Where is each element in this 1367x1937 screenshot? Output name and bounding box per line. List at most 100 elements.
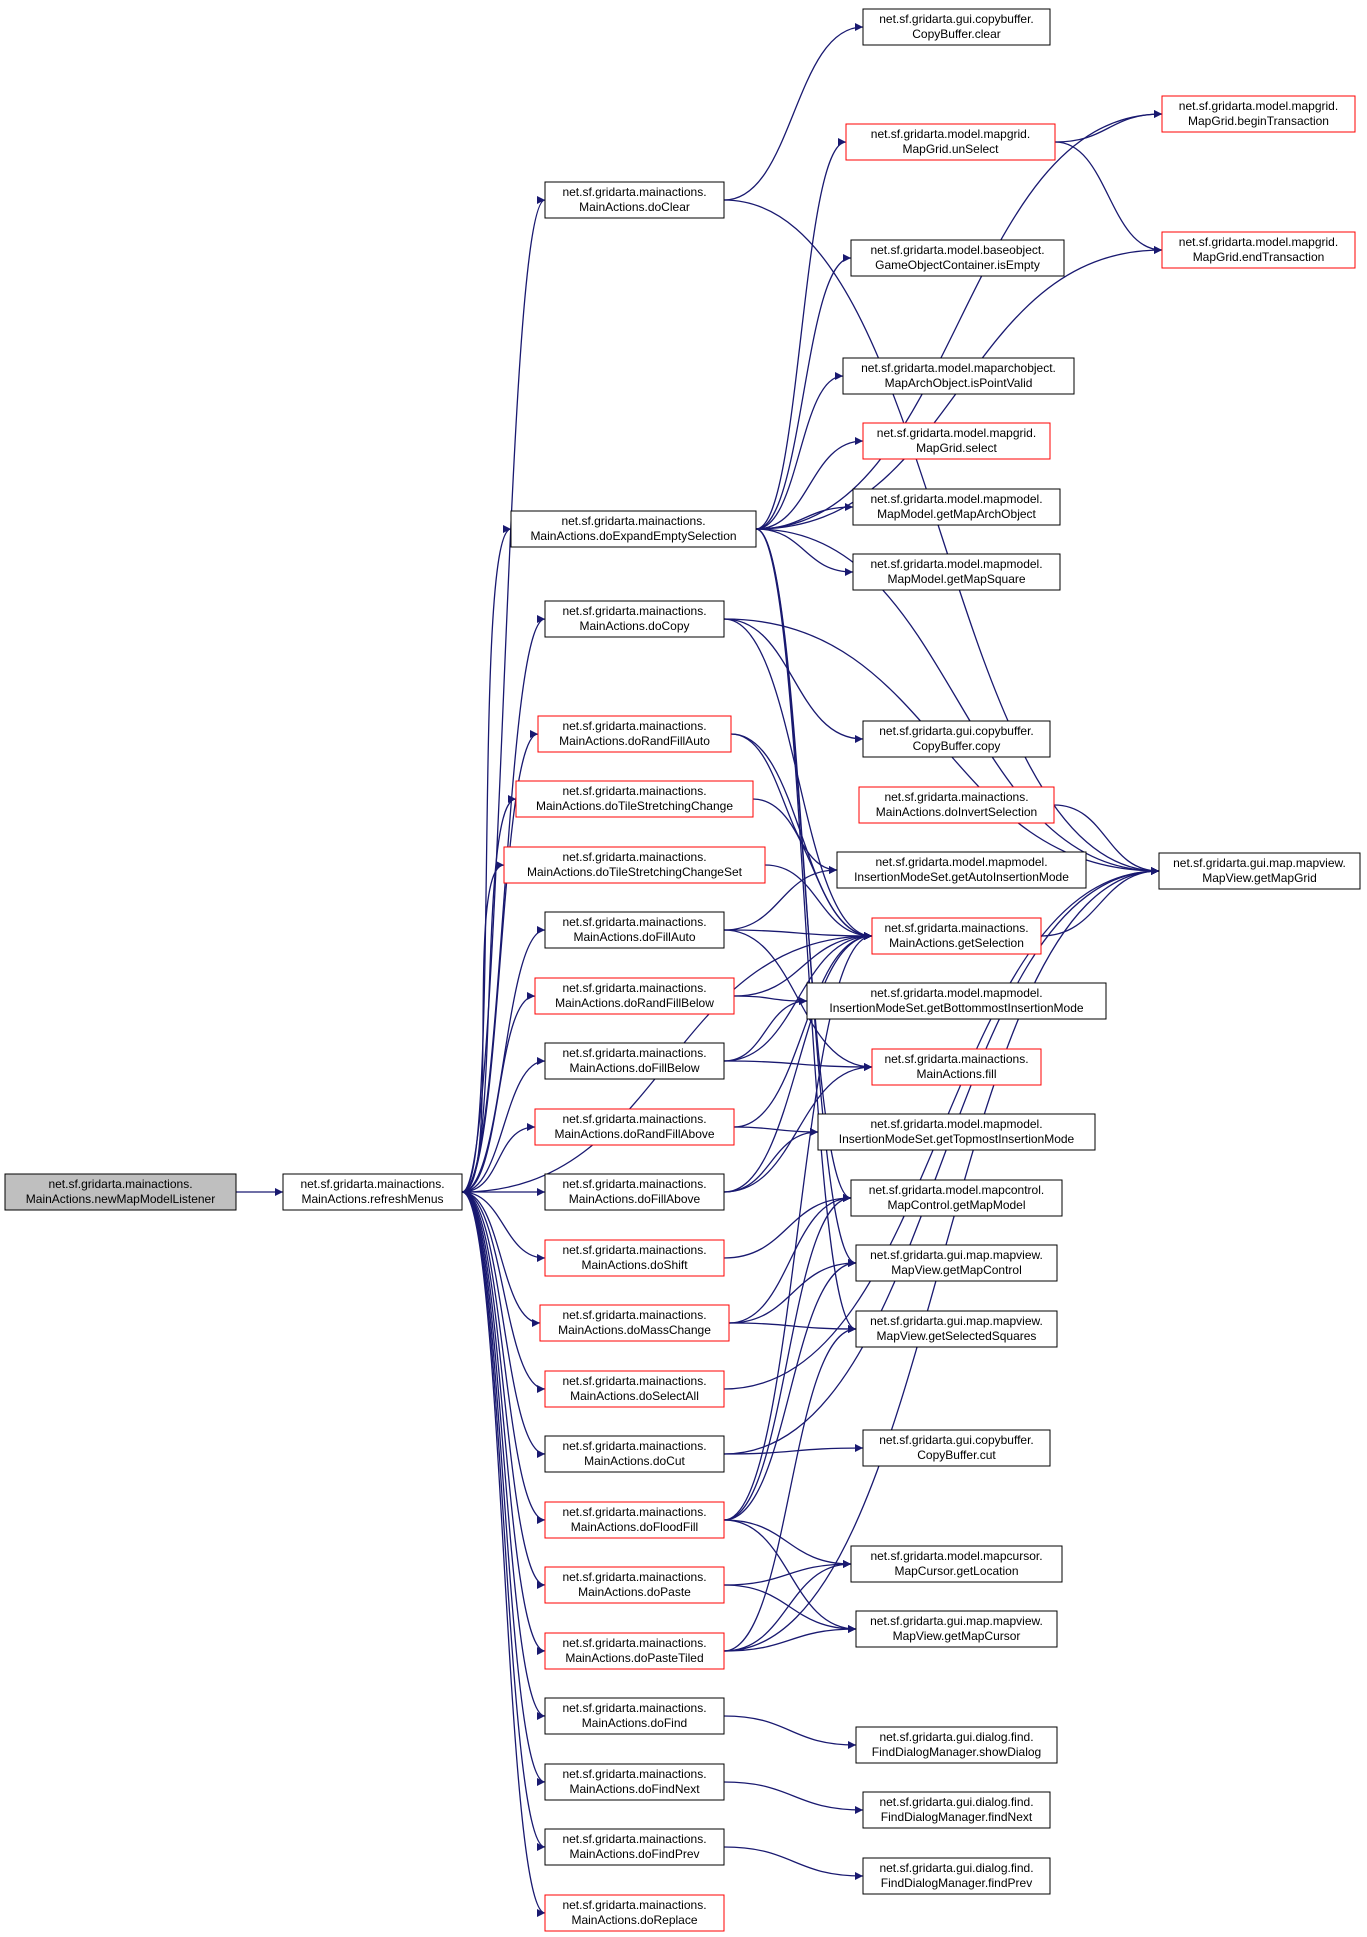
edge-refreshMenus-to-doFillAuto	[461, 926, 546, 1193]
node-doSelectAll[interactable]: net.sf.gridarta.mainactions.MainActions.…	[544, 1370, 725, 1408]
node-doTileStretchingChange[interactable]: net.sf.gridarta.mainactions.MainActions.…	[515, 780, 754, 818]
node-doFind[interactable]: net.sf.gridarta.mainactions.MainActions.…	[544, 1697, 725, 1735]
node-CopyBufferClear[interactable]: net.sf.gridarta.gui.copybuffer.CopyBuffe…	[862, 8, 1051, 46]
node-CopyBufferCopy[interactable]: net.sf.gridarta.gui.copybuffer.CopyBuffe…	[862, 720, 1051, 758]
edge-doExpandEmptySelection-to-getMapArchObject	[755, 503, 854, 530]
node-select[interactable]: net.sf.gridarta.model.mapgrid.MapGrid.se…	[862, 422, 1051, 460]
node-doFillAbove[interactable]: net.sf.gridarta.mainactions.MainActions.…	[544, 1173, 725, 1211]
node-getLocation[interactable]: net.sf.gridarta.model.mapcursor.MapCurso…	[850, 1545, 1063, 1583]
node-label-line2: InsertionModeSet.getBottommostInsertionM…	[829, 1001, 1083, 1015]
edge-unSelect-to-beginTransaction	[1054, 110, 1163, 143]
node-box	[871, 917, 1042, 955]
node-box	[539, 1304, 730, 1342]
edge-doFloodFill-to-getMapCursor	[723, 1519, 857, 1633]
node-label-line1: net.sf.gridarta.mainactions.	[884, 921, 1028, 935]
edge-doCopy-to-getSelection	[723, 618, 873, 940]
edge-doPasteTiled-to-getLocation	[723, 1560, 852, 1652]
node-getMapSquare[interactable]: net.sf.gridarta.model.mapmodel.MapModel.…	[852, 553, 1061, 591]
node-getAutoInsertionMode[interactable]: net.sf.gridarta.model.mapmodel.Insertion…	[836, 851, 1087, 889]
node-getMapCursor[interactable]: net.sf.gridarta.gui.map.mapview.MapView.…	[855, 1610, 1058, 1648]
node-box	[515, 780, 754, 818]
node-isPointValid[interactable]: net.sf.gridarta.model.maparchobject.MapA…	[842, 357, 1075, 395]
node-label-line2: MapModel.getMapSquare	[887, 572, 1025, 586]
node-unSelect[interactable]: net.sf.gridarta.model.mapgrid.MapGrid.un…	[845, 123, 1056, 161]
edge-refreshMenus-to-doExpandEmptySelection	[461, 525, 512, 1193]
node-refreshMenus[interactable]: net.sf.gridarta.mainactions.MainActions.…	[282, 1173, 463, 1211]
edge-doRandFillBelow-to-getSelection	[733, 932, 873, 997]
edge-refreshMenus-to-doReplace	[461, 1191, 546, 1917]
edge-doFloodFill-to-getSelection	[723, 932, 873, 1521]
node-fill[interactable]: net.sf.gridarta.mainactions.MainActions.…	[871, 1048, 1042, 1086]
edge-refreshMenus-to-doFindNext	[461, 1191, 546, 1786]
node-findNext[interactable]: net.sf.gridarta.gui.dialog.find.FindDial…	[862, 1791, 1051, 1829]
node-doShift[interactable]: net.sf.gridarta.mainactions.MainActions.…	[544, 1239, 725, 1277]
edge-doExpandEmptySelection-to-getSelectedSquares	[755, 528, 857, 1333]
edge-refreshMenus-to-doFloodFill	[461, 1191, 546, 1524]
node-CopyBufferCut[interactable]: net.sf.gridarta.gui.copybuffer.CopyBuffe…	[862, 1429, 1051, 1467]
node-doRandFillAbove[interactable]: net.sf.gridarta.mainactions.MainActions.…	[534, 1108, 735, 1146]
node-label-line1: net.sf.gridarta.mainactions.	[884, 790, 1028, 804]
node-doMassChange[interactable]: net.sf.gridarta.mainactions.MainActions.…	[539, 1304, 730, 1342]
node-getMapArchObject[interactable]: net.sf.gridarta.model.mapmodel.MapModel.…	[852, 488, 1061, 526]
node-newMapModelListener[interactable]: net.sf.gridarta.mainactions.MainActions.…	[4, 1173, 237, 1211]
node-doInvertSelection[interactable]: net.sf.gridarta.mainactions.MainActions.…	[858, 786, 1055, 824]
node-box	[862, 1857, 1051, 1895]
node-getSelectedSquares[interactable]: net.sf.gridarta.gui.map.mapview.MapView.…	[855, 1310, 1058, 1348]
node-box	[534, 977, 735, 1015]
node-getMapControl[interactable]: net.sf.gridarta.gui.map.mapview.MapView.…	[855, 1244, 1058, 1282]
node-box	[850, 239, 1065, 277]
edge-doRandFillAuto-to-getAutoInsertionMode	[730, 733, 838, 874]
node-label-line1: net.sf.gridarta.model.mapmodel.	[870, 1117, 1042, 1131]
node-doCut[interactable]: net.sf.gridarta.mainactions.MainActions.…	[544, 1435, 725, 1473]
edge-refreshMenus-to-doFindPrev	[461, 1191, 546, 1851]
edge-doMassChange-to-getSelectedSquares	[728, 1322, 857, 1333]
node-doFillBelow[interactable]: net.sf.gridarta.mainactions.MainActions.…	[544, 1042, 725, 1080]
node-label-line1: net.sf.gridarta.mainactions.	[562, 1243, 706, 1257]
node-label-line2: MapView.getMapGrid	[1202, 871, 1317, 885]
node-findPrev[interactable]: net.sf.gridarta.gui.dialog.find.FindDial…	[862, 1857, 1051, 1895]
node-endTransaction[interactable]: net.sf.gridarta.model.mapgrid.MapGrid.en…	[1161, 231, 1356, 269]
node-label-line2: MapView.getSelectedSquares	[877, 1329, 1037, 1343]
node-label-line1: net.sf.gridarta.model.mapgrid.	[871, 127, 1030, 141]
node-label-line2: MainActions.doTileStretchingChangeSet	[527, 865, 743, 879]
node-isEmpty[interactable]: net.sf.gridarta.model.baseobject.GameObj…	[850, 239, 1065, 277]
edge-doShift-to-getMapModel	[723, 1194, 852, 1259]
edge-doExpandEmptySelection-to-isEmpty	[755, 254, 852, 530]
node-doReplace[interactable]: net.sf.gridarta.mainactions.MainActions.…	[544, 1894, 725, 1932]
edge-refreshMenus-to-doFillBelow	[461, 1057, 546, 1193]
node-beginTransaction[interactable]: net.sf.gridarta.model.mapgrid.MapGrid.be…	[1161, 95, 1356, 133]
node-doFillAuto[interactable]: net.sf.gridarta.mainactions.MainActions.…	[544, 911, 725, 949]
node-doRandFillAuto[interactable]: net.sf.gridarta.mainactions.MainActions.…	[537, 715, 732, 753]
nodes-layer: net.sf.gridarta.mainactions. MainActions.…	[4, 8, 1361, 1932]
node-getBottommostInsertionMode[interactable]: net.sf.gridarta.model.mapmodel.Insertion…	[806, 982, 1107, 1020]
node-box	[544, 1435, 725, 1473]
node-doExpandEmptySelection[interactable]: net.sf.gridarta.mainactions.MainActions.…	[510, 510, 757, 548]
node-doTileStretchingChangeSet[interactable]: net.sf.gridarta.mainactions.MainActions.…	[503, 846, 766, 884]
node-doFloodFill[interactable]: net.sf.gridarta.mainactions.MainActions.…	[544, 1501, 725, 1539]
node-getMapModel[interactable]: net.sf.gridarta.model.mapcontrol.MapCont…	[850, 1179, 1063, 1217]
node-getMapGrid[interactable]: net.sf.gridarta.gui.map.mapview.MapView.…	[1158, 852, 1361, 890]
node-label-line2: MainActions.doRandFillAuto	[559, 734, 710, 748]
edge-doMassChange-to-getMapModel	[728, 1194, 852, 1324]
node-doFindPrev[interactable]: net.sf.gridarta.mainactions.MainActions.…	[544, 1828, 725, 1866]
edge-doCut-to-CopyBufferCut	[723, 1444, 864, 1455]
node-showDialog[interactable]: net.sf.gridarta.gui.dialog.find.FindDial…	[855, 1726, 1058, 1764]
edge-doExpandEmptySelection-to-unSelect	[755, 138, 847, 530]
node-label-line1: net.sf.gridarta.mainactions.	[562, 1570, 706, 1584]
node-getTopmostInsertionMode[interactable]: net.sf.gridarta.model.mapmodel.Insertion…	[817, 1113, 1096, 1151]
node-label-line2: MainActions.refreshMenus	[301, 1192, 443, 1206]
node-box	[544, 1894, 725, 1932]
node-box	[503, 846, 766, 884]
node-doClear[interactable]: net.sf.gridarta.mainactions.MainActions.…	[544, 181, 725, 219]
node-doRandFillBelow[interactable]: net.sf.gridarta.mainactions.MainActions.…	[534, 977, 735, 1015]
node-doPasteTiled[interactable]: net.sf.gridarta.mainactions.MainActions.…	[544, 1632, 725, 1670]
node-doPaste[interactable]: net.sf.gridarta.mainactions.MainActions.…	[544, 1566, 725, 1604]
edge-refreshMenus-to-doRandFillAbove	[461, 1123, 536, 1193]
node-getSelection[interactable]: net.sf.gridarta.mainactions.MainActions.…	[871, 917, 1042, 955]
node-box	[855, 1310, 1058, 1348]
edge-doFillBelow-to-getBottommostInsertionMode	[723, 997, 808, 1062]
node-doCopy[interactable]: net.sf.gridarta.mainactions.MainActions.…	[544, 600, 725, 638]
node-doFindNext[interactable]: net.sf.gridarta.mainactions.MainActions.…	[544, 1763, 725, 1801]
edge-refreshMenus-to-doClear	[461, 196, 546, 1193]
